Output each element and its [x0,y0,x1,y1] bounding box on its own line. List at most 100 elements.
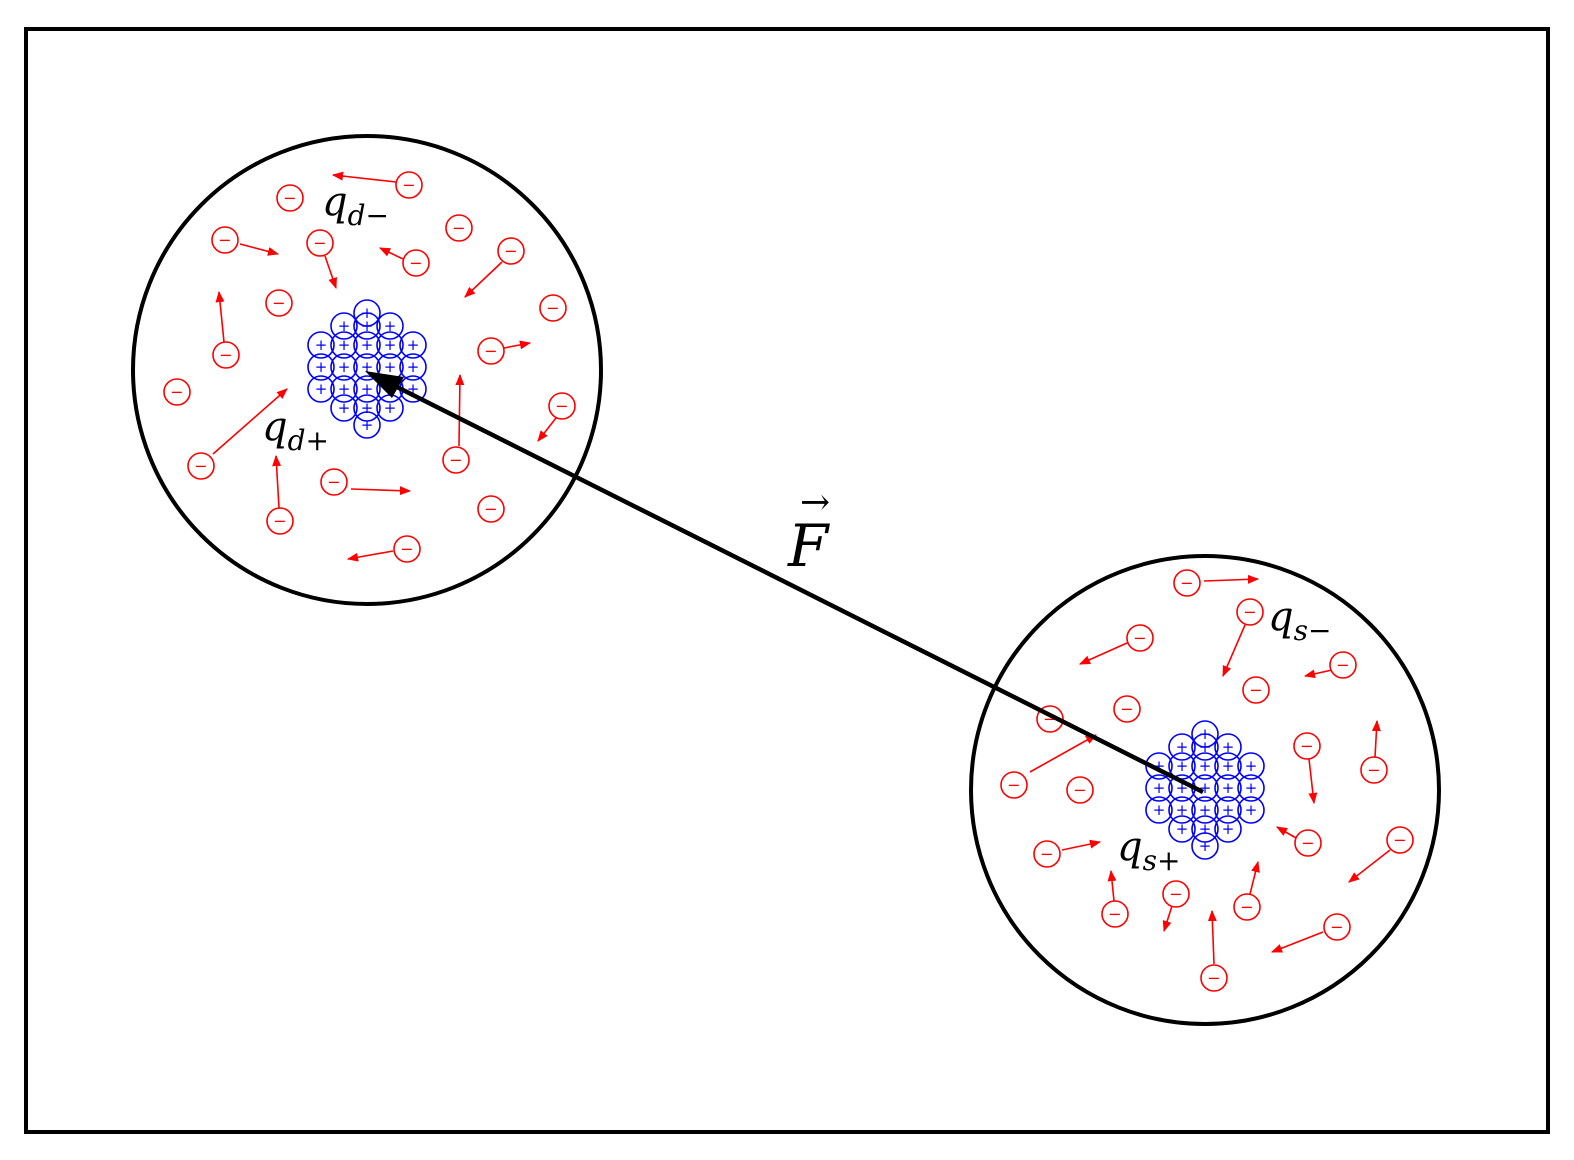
plus-sign: + [361,399,374,417]
negative-charge-icon [1173,569,1201,597]
plus-sign: + [384,336,397,354]
positive-charge-icon [353,353,381,381]
label-qs-plus-sub: s+ [1143,844,1181,877]
positive-charge: + [1237,774,1265,802]
positive-charge-icon [1191,733,1219,761]
negative-charge: − [442,446,470,474]
plus-sign: + [1199,801,1212,819]
positive-charge-icon [399,353,427,381]
velocity-arrow [464,261,503,298]
minus-sign: − [272,294,285,313]
minus-sign: − [1336,656,1349,675]
minus-sign: − [1243,603,1256,622]
negative-charge: − [1000,771,1028,799]
plus-sign: + [384,358,397,376]
velocity-arrow [1308,758,1318,805]
positive-charge: + [353,375,381,403]
velocity-arrow [503,340,532,350]
negative-charge-icon [442,446,470,474]
plus-sign: + [338,380,351,398]
velocity-arrow [1162,905,1173,933]
velocity-arrow [378,247,404,260]
positive-charge: + [1191,752,1219,780]
negative-charge-icon [445,214,473,242]
minus-sign: − [1169,885,1182,904]
positive-charge: + [353,411,381,439]
negative-charge: − [1242,676,1270,704]
label-qs-plus-base: q [1117,824,1143,870]
label-qd-plus-sub: d+ [288,424,329,457]
plus-sign: + [338,317,351,335]
negative-charge-icon [1033,840,1061,868]
plus-sign: + [1245,757,1258,775]
positive-charge: + [1237,752,1265,780]
minus-sign: − [1330,918,1343,937]
velocity-arrow [1203,574,1260,584]
positive-charge: + [353,312,381,340]
minus-sign: − [546,299,559,318]
positive-charge: + [1214,733,1242,761]
positive-charge: + [330,353,358,381]
positive-charge-icon [1168,796,1196,824]
minus-sign: − [1207,969,1220,988]
positive-charge: + [353,331,381,359]
negative-charge: − [1294,829,1322,857]
negative-charge-icon [1233,893,1261,921]
velocity-arrow [1270,931,1324,953]
plus-sign: + [361,416,374,434]
positive-charge: + [1191,832,1219,860]
negative-charge-icon [402,249,430,277]
minus-sign: − [1120,700,1133,719]
plus-sign: + [407,358,420,376]
negative-charge-icon [1386,826,1414,854]
plus-sign: + [1222,820,1235,838]
positive-charge-icon [1214,774,1242,802]
force-arrow [365,371,1205,795]
negative-charge-icon [1236,598,1264,626]
negative-charge: − [266,507,294,535]
positive-charge: + [1191,733,1219,761]
positive-charge-icon [330,394,358,422]
negative-charge: − [306,229,334,257]
positive-charge-icon [330,375,358,403]
negative-charge: − [1200,964,1228,992]
positive-charge: + [330,312,358,340]
positive-charge-icon [1237,752,1265,780]
minus-sign: − [452,219,465,238]
positive-charge-icon [1168,815,1196,843]
negative-charge-icon [1101,900,1129,928]
negative-charge-icon [548,392,576,420]
negative-charge: − [1329,651,1357,679]
negative-charge: − [1101,900,1129,928]
positive-charge-icon [353,312,381,340]
label-qs-minus-sub: s− [1294,614,1332,647]
positive-charge: + [353,353,381,381]
positive-charge: + [1237,796,1265,824]
plus-sign: + [1199,738,1212,756]
minus-sign: − [219,346,232,365]
negative-charge: − [212,341,240,369]
velocity-arrow [331,171,397,183]
negative-charge-icon [395,171,423,199]
plus-sign: + [315,380,328,398]
velocity-arrow [455,373,465,447]
negative-charge-icon [163,378,191,406]
negative-charge-icon [265,289,293,317]
positive-charge-icon [330,353,358,381]
minus-sign: − [1040,845,1053,864]
positive-charge: + [1168,815,1196,843]
positive-charge-icon [1191,796,1219,824]
negative-charge-icon [1000,771,1028,799]
plus-sign: + [1176,757,1189,775]
positive-charge: + [399,353,427,381]
plus-sign: + [1176,820,1189,838]
velocity-arrow [1348,849,1391,883]
minus-sign: − [313,234,326,253]
negative-charge-icon [1162,880,1190,908]
positive-charge-icon [1191,832,1219,860]
minus-sign: − [1301,834,1314,853]
minus-sign: − [194,457,207,476]
velocity-arrow [346,550,394,562]
plus-sign: + [1176,738,1189,756]
positive-charge-icon [1237,796,1265,824]
